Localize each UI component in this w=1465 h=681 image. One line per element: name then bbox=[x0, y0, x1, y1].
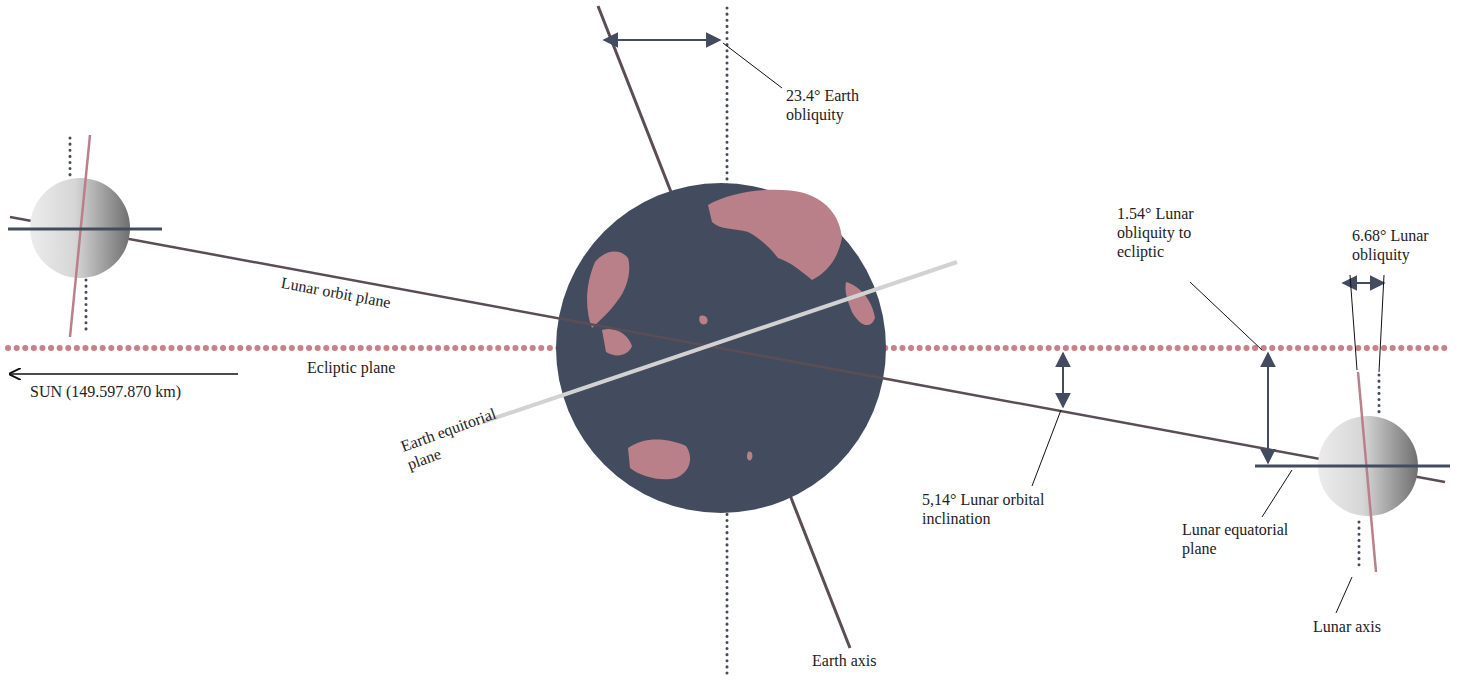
obliquity-label: 23.4° Earth obliquity bbox=[786, 86, 886, 124]
obliquity-label: 6.68° Lunar obliquity bbox=[1352, 226, 1442, 264]
inclination-label: 5,14° Lunar orbital inclination bbox=[922, 490, 1097, 528]
plane-label: Lunar orbit plane bbox=[280, 273, 451, 323]
obliquity-label: 1.54° Lunar obliquity to ecliptic bbox=[1117, 204, 1195, 261]
axis-label: Earth axis bbox=[812, 651, 912, 670]
sun-distance-label: SUN (149.597.870 km) bbox=[30, 382, 230, 401]
plane-label: Earth equitorial plane bbox=[398, 404, 505, 474]
axis-label: Lunar axis bbox=[1313, 617, 1413, 636]
plane-label: Ecliptic plane bbox=[307, 358, 447, 377]
plane-label: Lunar equatorial plane bbox=[1182, 520, 1317, 558]
